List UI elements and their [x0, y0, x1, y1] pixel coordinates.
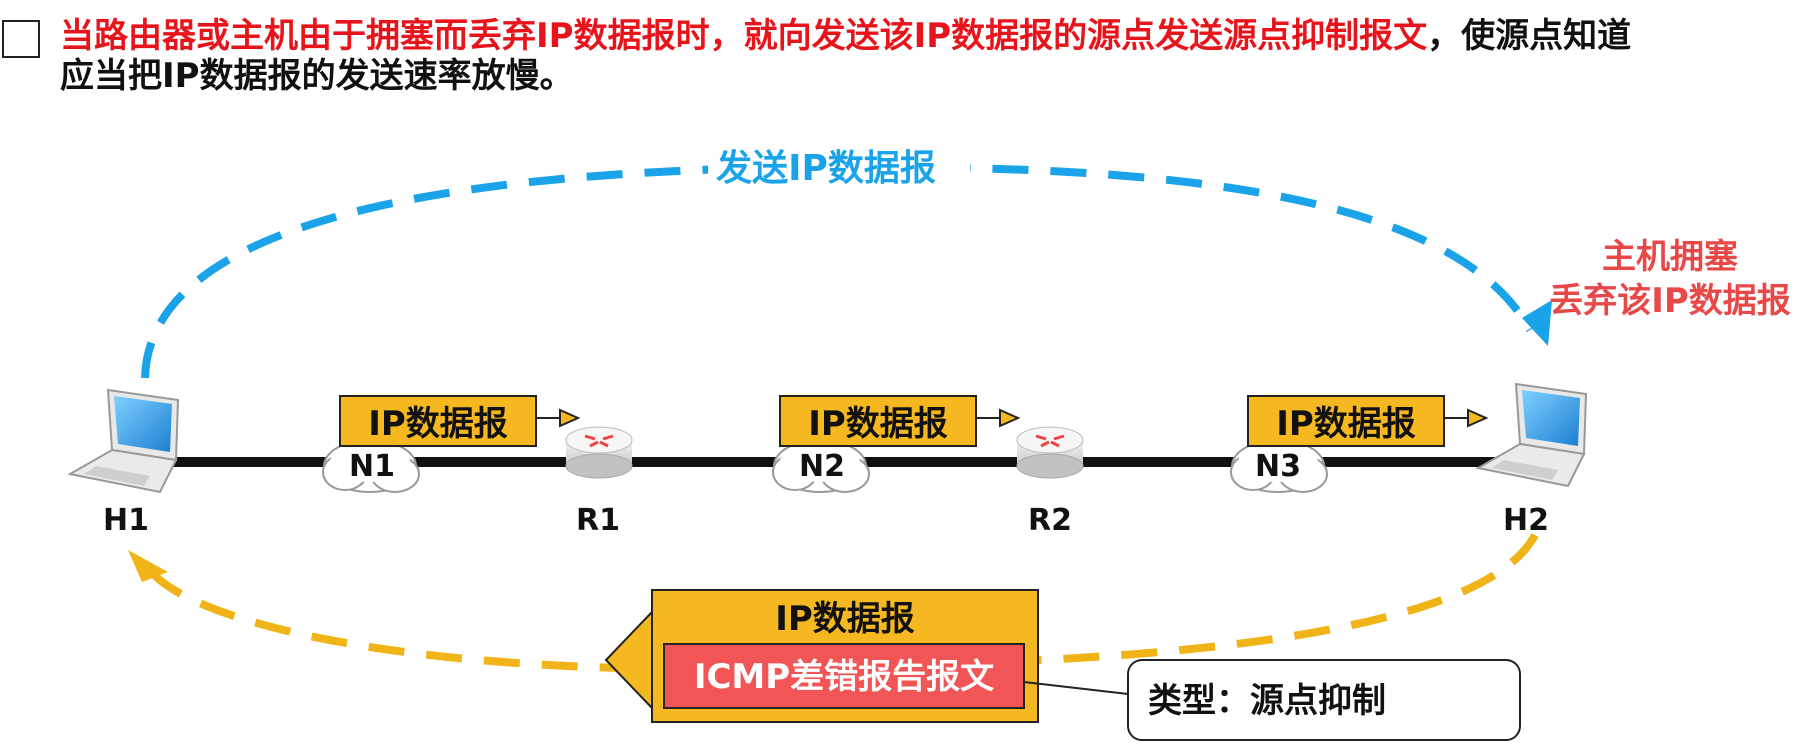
- send-path-arc: [141, 163, 1534, 379]
- datagram-label-n1: IP数据报: [368, 404, 508, 444]
- heading-line-2: 应当把IP数据报的发送速率放慢。: [60, 56, 574, 96]
- heading-line-1: 当路由器或主机由于拥塞而丢弃IP数据报时，就向发送该IP数据报的源点发送源点抑制…: [60, 16, 1631, 56]
- checkbox[interactable]: [2, 20, 40, 58]
- host-label-h2: H2: [1503, 503, 1549, 538]
- callout-text: 类型：源点抑制: [1148, 681, 1386, 721]
- return-arrowhead: [128, 550, 168, 582]
- network-cloud-n2: [772, 439, 870, 493]
- datagram-n1: IP数据报: [339, 395, 581, 447]
- router-label-r2: R2: [1028, 503, 1072, 538]
- send-label: 发送IP数据报: [716, 148, 936, 189]
- network-label-n1: N1: [349, 449, 395, 484]
- datagram-label-n2: IP数据报: [808, 404, 948, 444]
- datagram-n2: IP数据报: [779, 395, 1021, 447]
- heading-rest: ，使源点知道: [1427, 16, 1632, 56]
- icmp-packet: IP数据报 ICMP差错报告报文: [604, 589, 1039, 723]
- host-label-h1: H1: [103, 503, 149, 538]
- network-cloud-n3: [1230, 439, 1328, 493]
- heading-highlight: 当路由器或主机由于拥塞而丢弃IP数据报时，就向发送该IP数据报的源点发送源点抑制…: [60, 16, 1428, 56]
- datagram-n3: IP数据报: [1247, 395, 1489, 447]
- send-arrowhead: [1522, 300, 1552, 346]
- router-r1-icon: [565, 426, 633, 479]
- icmp-outer-label: IP数据报: [775, 599, 915, 639]
- congestion-note-line-2: 丢弃该IP数据报: [1549, 281, 1791, 321]
- congestion-note-line-1: 主机拥塞: [1602, 237, 1738, 277]
- callout-leader: [1023, 681, 1129, 695]
- icmp-inner-label: ICMP差错报告报文: [694, 657, 994, 697]
- laptop-h2-icon: [1475, 382, 1588, 488]
- callout-box: [1127, 659, 1521, 741]
- router-label-r1: R1: [576, 503, 620, 538]
- network-label-n2: N2: [799, 449, 845, 484]
- network-label-n3: N3: [1255, 449, 1301, 484]
- icmp-packet-arrow: [604, 609, 653, 711]
- laptop-h1-icon: [67, 388, 180, 494]
- network-cloud-n1: [322, 439, 420, 493]
- router-r2-icon: [1016, 426, 1084, 479]
- datagram-label-n3: IP数据报: [1276, 404, 1416, 444]
